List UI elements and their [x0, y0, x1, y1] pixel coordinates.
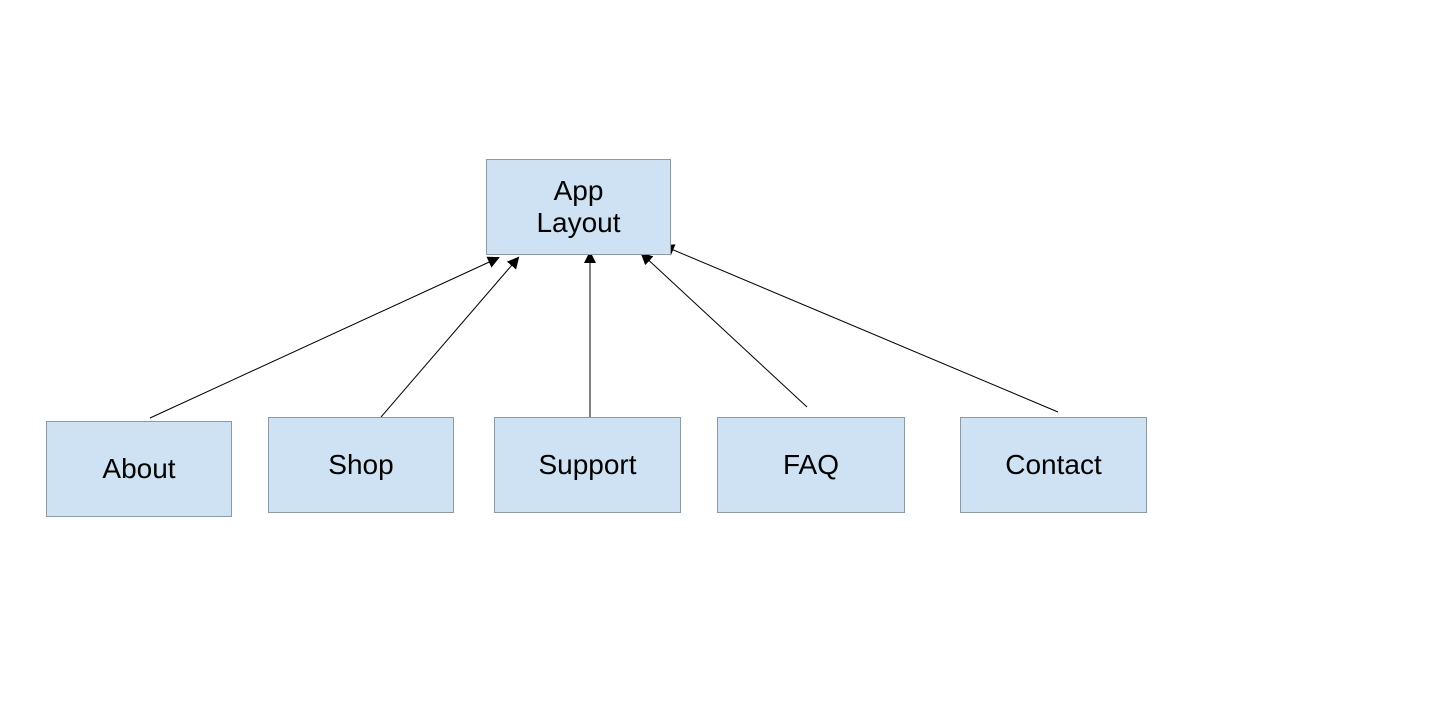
edge-shop-to-app-layout [380, 256, 520, 418]
faq-label: FAQ [782, 449, 839, 480]
faq-node: FAQ [717, 417, 905, 513]
contact-label: Contact [1005, 449, 1102, 480]
app-layout-label-line1: App [553, 175, 604, 206]
app-layout-label-line2: Layout [536, 207, 621, 238]
about-label: About [102, 453, 176, 484]
shop-label: Shop [328, 449, 394, 480]
app-layout-node: App Layout [486, 159, 671, 255]
support-label: Support [538, 449, 637, 480]
edge-contact-to-app-layout [662, 244, 1059, 413]
shop-node: Shop [268, 417, 454, 513]
edge-about-to-app-layout [149, 256, 500, 419]
about-node: About [46, 421, 232, 517]
support-node: Support [494, 417, 681, 513]
contact-node: Contact [960, 417, 1147, 513]
edge-faq-to-app-layout [640, 252, 808, 408]
